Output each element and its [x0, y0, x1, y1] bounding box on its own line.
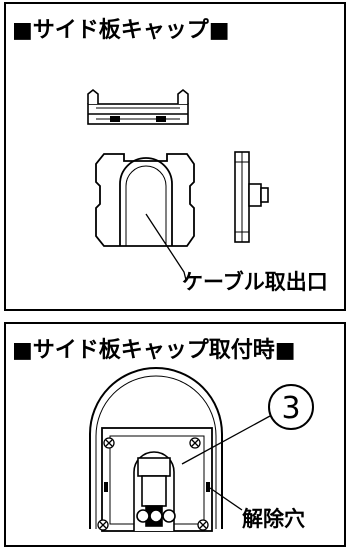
screw-icons: [97, 437, 209, 531]
installed-drawing: 3: [89, 367, 314, 532]
side-cap-installed-panel: ■サイド板キャップ取付時■: [4, 322, 346, 547]
panel-title-installed: ■サイド板キャップ取付時■: [12, 338, 296, 363]
cap-top-view: [87, 88, 189, 125]
cable-connector: [133, 451, 176, 531]
release-hole-icons: [104, 482, 210, 492]
part-number-leader: [181, 415, 271, 465]
panel-title-side-cap: ■サイド板キャップ■: [12, 18, 230, 43]
part-number-text: 3: [281, 391, 300, 426]
cap-side-view: [234, 151, 269, 243]
release-hole-leader: [209, 487, 243, 511]
side-cap-panel: ■サイド板キャップ■: [4, 2, 346, 311]
housing: [89, 367, 223, 529]
release-hole-label: 解除穴: [242, 507, 305, 531]
cap-front-view: [95, 153, 195, 247]
cable-outlet-label: ケーブル取出口: [182, 270, 328, 294]
cable-outlet-leader: [145, 213, 187, 281]
side-cap-drawing: [87, 88, 269, 281]
part-number-circle: [268, 384, 314, 430]
